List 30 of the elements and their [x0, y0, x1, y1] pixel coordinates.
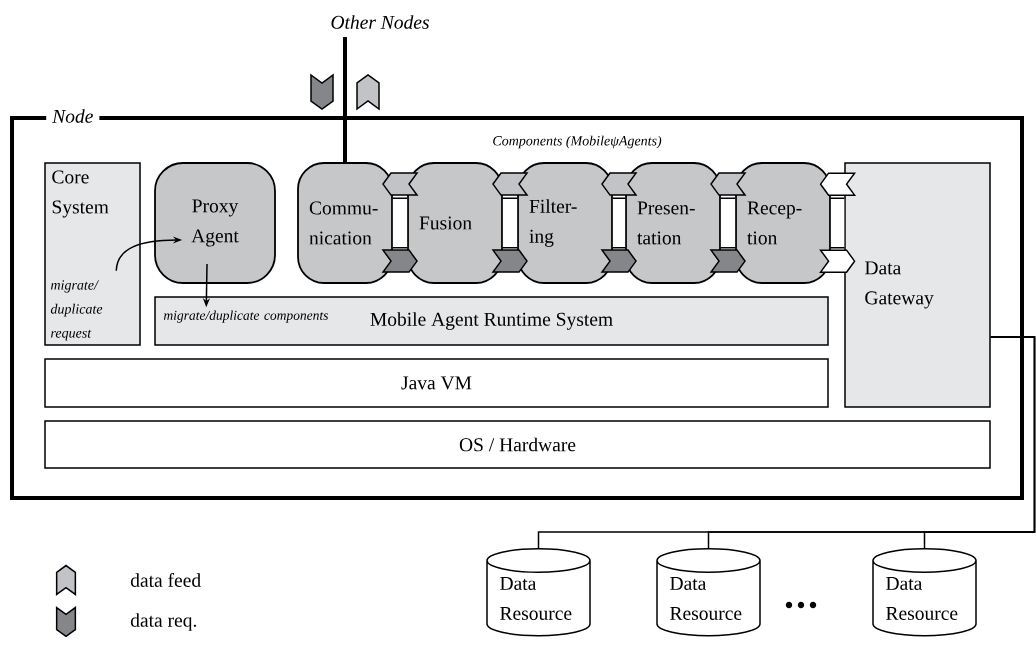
chevron-arrow [709, 249, 746, 273]
edge-label: migrate/duplicate components [162, 309, 335, 324]
database-cylinder: Data Resource [656, 548, 761, 637]
chevron-arrow [492, 172, 529, 196]
chevron-arrow [710, 172, 747, 196]
agent-box: Proxy Agent [154, 162, 276, 284]
component-box: Commu- nication [297, 162, 393, 284]
component-box: Presen- tation [625, 162, 721, 284]
legend-label: data req. [130, 613, 197, 631]
system-box: Core System migrate/ duplicate request [44, 162, 141, 346]
database-cylinder: Data Resource [872, 548, 977, 637]
chevron-arrow [819, 249, 856, 273]
chevron-arrow [382, 172, 419, 196]
component-box: Recep- tion [735, 162, 831, 284]
connector-line [343, 37, 347, 163]
group-label: Components (MobileψAgents) [493, 135, 662, 149]
database-cylinder: Data Resource [486, 548, 591, 637]
component-box: Filter- ing [517, 162, 613, 284]
chevron-arrow [819, 172, 857, 196]
connector-line [923, 336, 1036, 549]
legend-label: data feed [130, 573, 201, 587]
component-box: Fusion [407, 162, 503, 284]
node-label: Other Nodes [331, 15, 429, 29]
layer-box: OS / Hardware [44, 420, 991, 469]
chevron-arrow [600, 249, 637, 273]
gateway-box: Data Gateway [844, 162, 991, 408]
layer-box: Java VM [44, 358, 829, 408]
chevron-arrow [491, 249, 528, 273]
chevron-arrow [601, 172, 638, 196]
chevron-arrow [381, 249, 418, 273]
